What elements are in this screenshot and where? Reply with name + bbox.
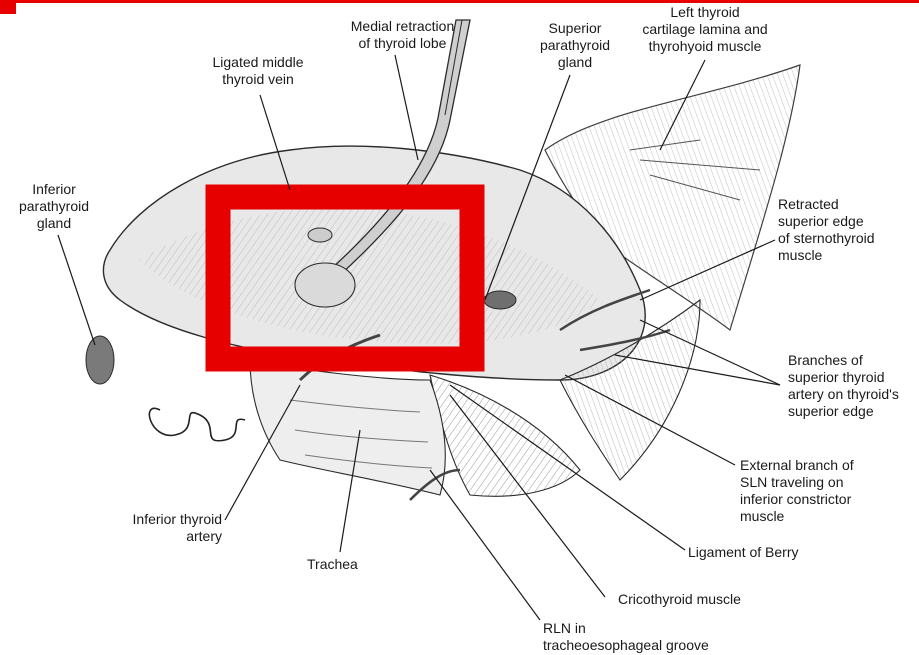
vein-knot [308, 228, 332, 242]
label-inferior-thyroid-artery: Inferior thyroid artery [100, 511, 222, 545]
label-trachea: Trachea [307, 556, 387, 573]
label-inferior-parathyroid: Inferior parathyroid gland [4, 181, 104, 232]
inferior-parathyroid-shape [86, 336, 114, 384]
ligature-coil [149, 408, 245, 440]
label-branches-superior-artery: Branches of superior thyroid artery on t… [788, 352, 918, 420]
ligated-vein-stump [295, 263, 355, 307]
label-left-thyroid-cartilage: Left thyroid cartilage lamina and thyroh… [620, 4, 790, 55]
inferior-constrictor-muscle [430, 375, 580, 496]
trachea-shape [250, 360, 445, 495]
label-retracted-sternothyroid: Retracted superior edge of sternothyroid… [778, 196, 918, 264]
label-cricothyroid-muscle: Cricothyroid muscle [618, 591, 788, 608]
label-superior-parathyroid: Superior parathyroid gland [520, 20, 630, 71]
label-medial-retraction: Medial retraction of thyroid lobe [315, 18, 490, 52]
label-ligated-middle-vein: Ligated middle thyroid vein [188, 54, 328, 88]
label-external-branch-sln: External branch of SLN traveling on infe… [740, 457, 900, 525]
superior-parathyroid-shape [484, 291, 516, 309]
label-ligament-of-berry: Ligament of Berry [688, 544, 838, 561]
label-rln: RLN in tracheoesophageal groove [543, 620, 733, 654]
